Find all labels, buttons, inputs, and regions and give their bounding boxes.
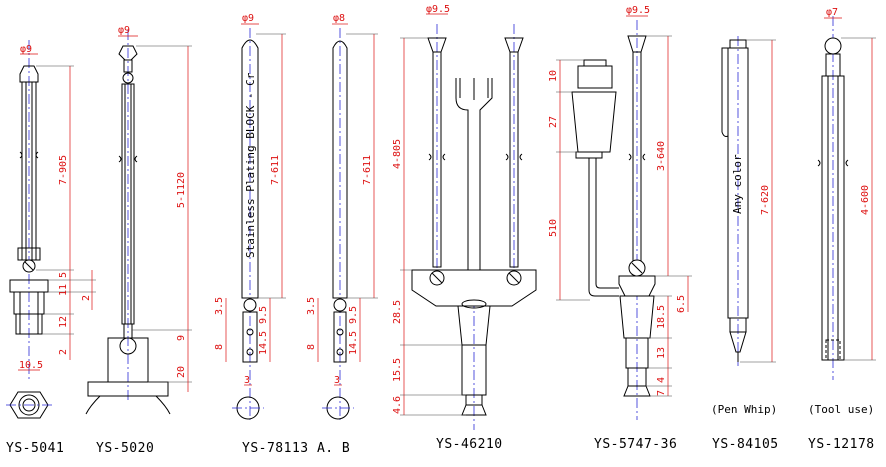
- model-label-ys-5747-36: YS-5747-36: [594, 437, 677, 452]
- m5-dim-13: 13: [656, 347, 667, 359]
- m1-dim-5: 5: [58, 272, 69, 278]
- antenna-ys-84105: Any color 7-620: [721, 36, 776, 366]
- m5-dim-27: 27: [548, 116, 559, 128]
- m7-dim-dia-top: φ7: [826, 7, 838, 18]
- antenna-ys-5747-36: φ9.5 10 27 510 3-640 18.5 13 4 7 6.5: [548, 5, 692, 420]
- m3-dim-length-a: 7-611: [270, 155, 281, 185]
- antenna-ys-5041: φ9 7-905 5 11 2 12 2 10.5: [6, 40, 96, 419]
- m3-dim-145b: 14.5: [348, 331, 359, 355]
- m3-dim-95b: 9.5: [348, 306, 359, 324]
- model-label-ys-78113: YS-78113 A. B: [242, 441, 350, 456]
- m3-dim-95a: 9.5: [258, 306, 269, 324]
- model-label-ys-5041: YS-5041: [6, 441, 64, 456]
- m3-dim-length-b: 7-611: [362, 155, 373, 185]
- m5-dim-dia-top: φ9.5: [626, 5, 650, 16]
- m2-dim-9: 9: [176, 335, 187, 341]
- m1-dim-12: 12: [58, 316, 69, 328]
- m5-dim-10: 10: [548, 70, 559, 82]
- any-color-note: Any color: [731, 154, 744, 214]
- note-tool-use: (Tool use): [808, 403, 874, 416]
- antenna-ys-78113: Stainless Plating BLOCK - Cr 3 3 φ9 7-61…: [214, 13, 378, 420]
- antenna-ys-12178: φ7 4-600: [817, 7, 876, 380]
- m5-dim-7: 7: [656, 390, 667, 396]
- m5-dim-510: 510: [548, 219, 559, 237]
- m3-dim-145a: 14.5: [258, 331, 269, 355]
- m7-dim-length: 4-600: [860, 185, 871, 215]
- m1-dim-2a: 2: [81, 295, 92, 301]
- m2-dim-length: 5-1120: [176, 172, 187, 208]
- m1-dim-length: 7-905: [58, 155, 69, 185]
- m2-dim-dia-top: φ9: [118, 25, 130, 36]
- model-label-ys-5020: YS-5020: [96, 441, 154, 456]
- m1-dim-2b: 2: [58, 349, 69, 355]
- m5-dim-185: 18.5: [656, 305, 667, 329]
- model-label-ys-46210: YS-46210: [436, 437, 503, 452]
- m3-dim-3a: 3: [244, 375, 250, 386]
- m4-dim-46: 4.6: [392, 396, 403, 414]
- m5-dim-65: 6.5: [676, 295, 687, 313]
- m3-dim-dia-a: φ9: [242, 13, 254, 24]
- note-pen-whip: (Pen Whip): [711, 403, 777, 416]
- m3-dim-3b: 3: [334, 375, 340, 386]
- m4-dim-155: 15.5: [392, 358, 403, 382]
- m6-dim-length: 7-620: [760, 185, 771, 215]
- antenna-ys-5020: φ9 5-1120 9 20: [85, 25, 192, 415]
- m5-dim-4: 4: [656, 377, 667, 383]
- m3-dim-dia-b: φ8: [333, 13, 345, 24]
- m5-dim-length: 3-640: [656, 141, 667, 171]
- model-label-ys-84105: YS-84105: [712, 437, 779, 452]
- m2-dim-20: 20: [176, 366, 187, 378]
- plating-note: Stainless Plating BLOCK - Cr: [244, 72, 257, 258]
- m4-dim-length: 4-805: [392, 139, 403, 169]
- m4-dim-285: 28.5: [392, 300, 403, 324]
- m3-dim-8b: 8: [306, 344, 317, 350]
- m4-dim-dia-top: φ9.5: [426, 4, 450, 15]
- m1-dim-bottom: 10.5: [19, 360, 43, 371]
- m3-dim-35a: 3.5: [214, 297, 225, 315]
- m1-dim-11: 11: [58, 284, 69, 296]
- m3-dim-8a: 8: [214, 344, 225, 350]
- m3-dim-35b: 3.5: [306, 297, 317, 315]
- antenna-ys-46210: φ9.5 4-805 28.5 15.5 4.6: [392, 4, 537, 430]
- m1-dim-dia-top: φ9: [20, 44, 32, 55]
- model-label-ys-12178: YS-12178: [808, 437, 875, 452]
